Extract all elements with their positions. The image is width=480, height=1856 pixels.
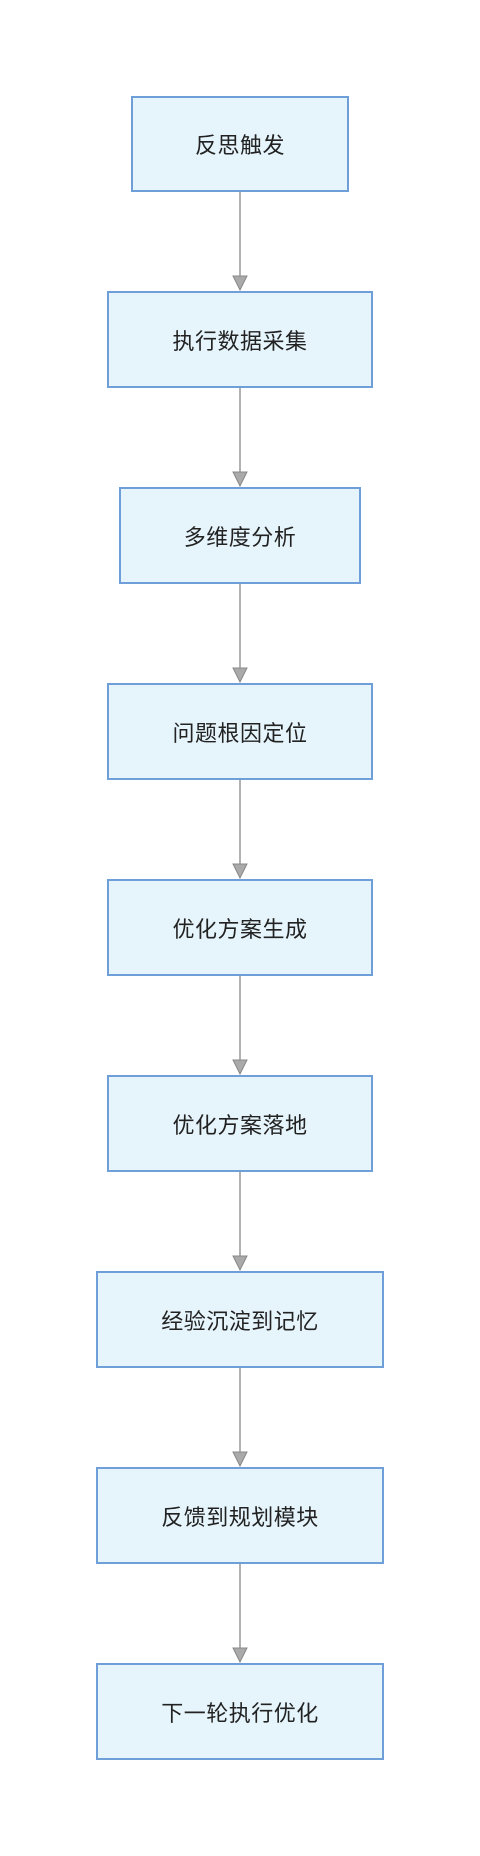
node-experience-to-memory: 经验沉淀到记忆 bbox=[96, 1271, 384, 1368]
edge-arrowhead-7 bbox=[232, 1451, 248, 1468]
node-multi-dimensional-analysis: 多维度分析 bbox=[119, 487, 361, 584]
node-optimization-plan-implementation: 优化方案落地 bbox=[107, 1075, 373, 1172]
node-reflection-trigger: 反思触发 bbox=[131, 96, 349, 192]
edge-arrowhead-4 bbox=[232, 863, 248, 880]
node-feedback-to-planning: 反馈到规划模块 bbox=[96, 1467, 384, 1564]
node-root-cause-location: 问题根因定位 bbox=[107, 683, 373, 780]
edge-arrowhead-3 bbox=[232, 667, 248, 684]
edge-arrowhead-2 bbox=[232, 471, 248, 488]
edge-arrowhead-6 bbox=[232, 1255, 248, 1272]
node-execution-data-collection: 执行数据采集 bbox=[107, 291, 373, 388]
node-next-round-optimization: 下一轮执行优化 bbox=[96, 1663, 384, 1760]
edge-arrowhead-8 bbox=[232, 1647, 248, 1664]
edge-arrowhead-5 bbox=[232, 1059, 248, 1076]
node-optimization-plan-generation: 优化方案生成 bbox=[107, 879, 373, 976]
edge-arrowhead-1 bbox=[232, 275, 248, 292]
